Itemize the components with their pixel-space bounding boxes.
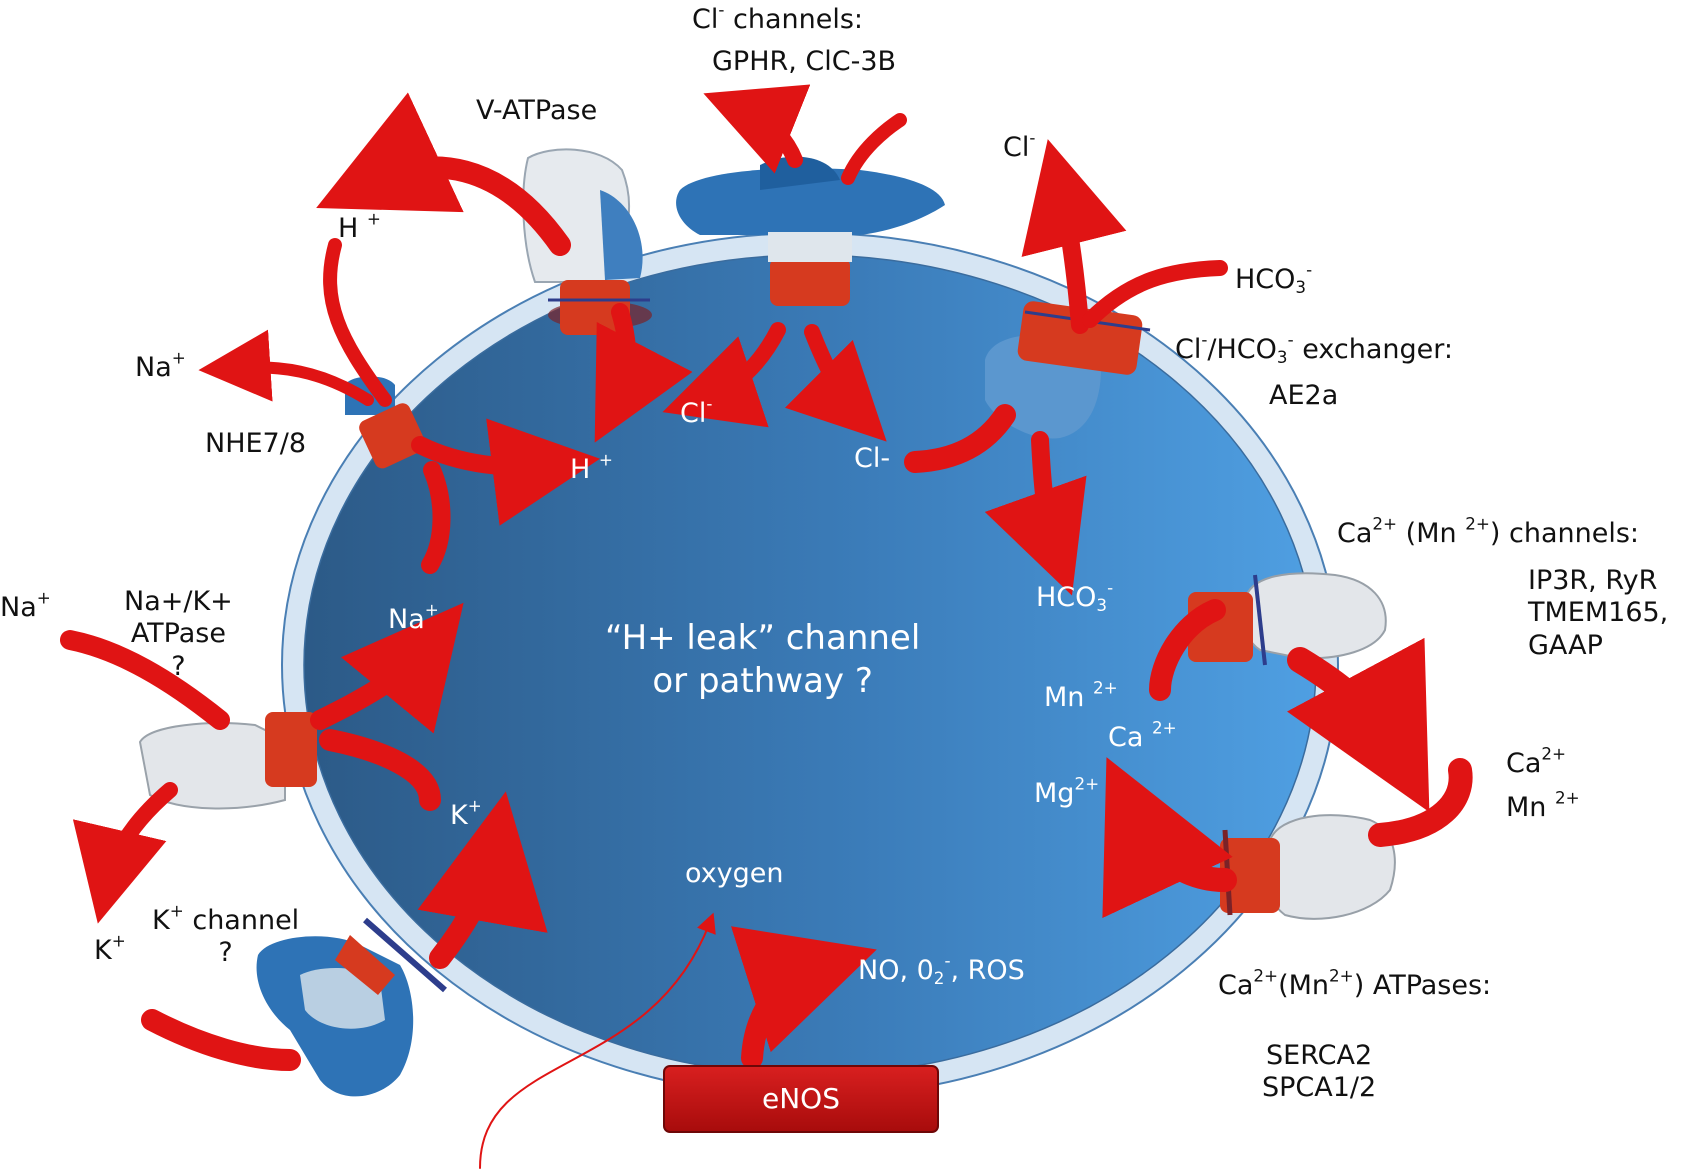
hco3-lumen-arrow [984, 431, 1087, 596]
na-out-left-arrow [60, 630, 230, 730]
k-channel-protein [256, 917, 447, 1097]
mn-out-label: Mn 2+ [1506, 787, 1580, 823]
na-in-label: Na+ [388, 599, 439, 635]
ca-channels-label: Ca2+ (Mn 2+) channels: [1337, 513, 1639, 549]
h-in-vatpase-arrow [594, 303, 693, 443]
hco3-in-arrow [1082, 260, 1228, 328]
hco3-out-label: HCO3- [1235, 259, 1313, 298]
ca-pump-out-arrow [1368, 758, 1473, 847]
nhe-label: NHE7/8 [205, 428, 307, 459]
ca-out-label: Ca2+ [1506, 743, 1567, 779]
v-atpase-label: V-ATPase [476, 95, 598, 126]
cl-channels-label: Cl- channels: [692, 0, 864, 35]
cl-out-right-arrow [1021, 139, 1127, 334]
enos-ros-arrow [730, 926, 877, 1069]
no-ros-label: NO, 02-, ROS [858, 950, 1025, 989]
k-in-label: K+ [450, 795, 482, 831]
na-out-left-label: Na+ [0, 587, 51, 623]
ca-channel-protein [1188, 572, 1387, 666]
k-channel-out-arrow [141, 1009, 301, 1071]
ca-out-arrow [1286, 637, 1430, 813]
k-channel-in-arrow [417, 791, 548, 969]
na-k-atpase-label: Na+/K+ ATPase ? [124, 586, 233, 682]
nhe-h-exchange-arrow [323, 238, 392, 407]
cl-in-arrow-2 [784, 324, 887, 442]
k-in-curve-arrow [319, 729, 441, 811]
na-in-arrow [310, 602, 464, 734]
nhe-h-in-arrow [411, 418, 601, 526]
cl-exchange-arrow [904, 404, 1016, 473]
cl-in-arrow-1 [662, 322, 786, 428]
mn-in-label: Mn 2+ [1044, 677, 1118, 713]
cl-out-right-label: Cl- [1003, 127, 1036, 163]
exchanger-name: AE2a [1269, 380, 1339, 411]
ca-in-arrow [1149, 599, 1226, 701]
nhe-na-out-arrow [198, 329, 374, 406]
ca-channels-list: IP3R, RyR TMEM165, GAAP [1528, 565, 1669, 661]
oxygen-arrow [479, 912, 716, 1169]
k-out-arrow [72, 782, 178, 924]
cl-channels-list: GPHR, ClC-3B [712, 46, 897, 77]
oxygen-label: oxygen [685, 858, 784, 889]
mg-in-arrow [1102, 757, 1237, 919]
enos-box: eNOS [663, 1065, 939, 1133]
atpases-list: SERCA2 SPCA1/2 [1262, 1040, 1377, 1104]
exchanger-label: Cl-/HCO3- exchanger: [1175, 329, 1453, 368]
cl-in-label-2: Cl- [854, 443, 891, 474]
h-in-label: H + [570, 449, 613, 485]
na-out-top-label: Na+ [135, 347, 186, 383]
nhe-na-in-arrow [421, 461, 451, 574]
hco3-in-label: HCO3- [1036, 577, 1114, 616]
cl-out-arrow-1 [703, 84, 811, 174]
h-leak-center-text: “H+ leak” channel or pathway ? [605, 618, 921, 701]
ca-atpase-protein [1220, 814, 1396, 920]
h-out-label: H + [338, 208, 381, 244]
k-out-label: K+ [94, 930, 126, 966]
ca-in-label: Ca 2+ [1108, 717, 1177, 753]
cl-in-label-1: Cl- [680, 393, 713, 429]
k-channel-label: K+ channel ? [152, 900, 300, 969]
cl-in-arrow-top [841, 113, 907, 185]
atpases-label: Ca2+(Mn2+) ATPases: [1218, 965, 1492, 1001]
mg-in-label: Mg2+ [1034, 773, 1100, 809]
h-out-arrow [316, 92, 571, 256]
v-atpase-protein [522, 148, 652, 335]
